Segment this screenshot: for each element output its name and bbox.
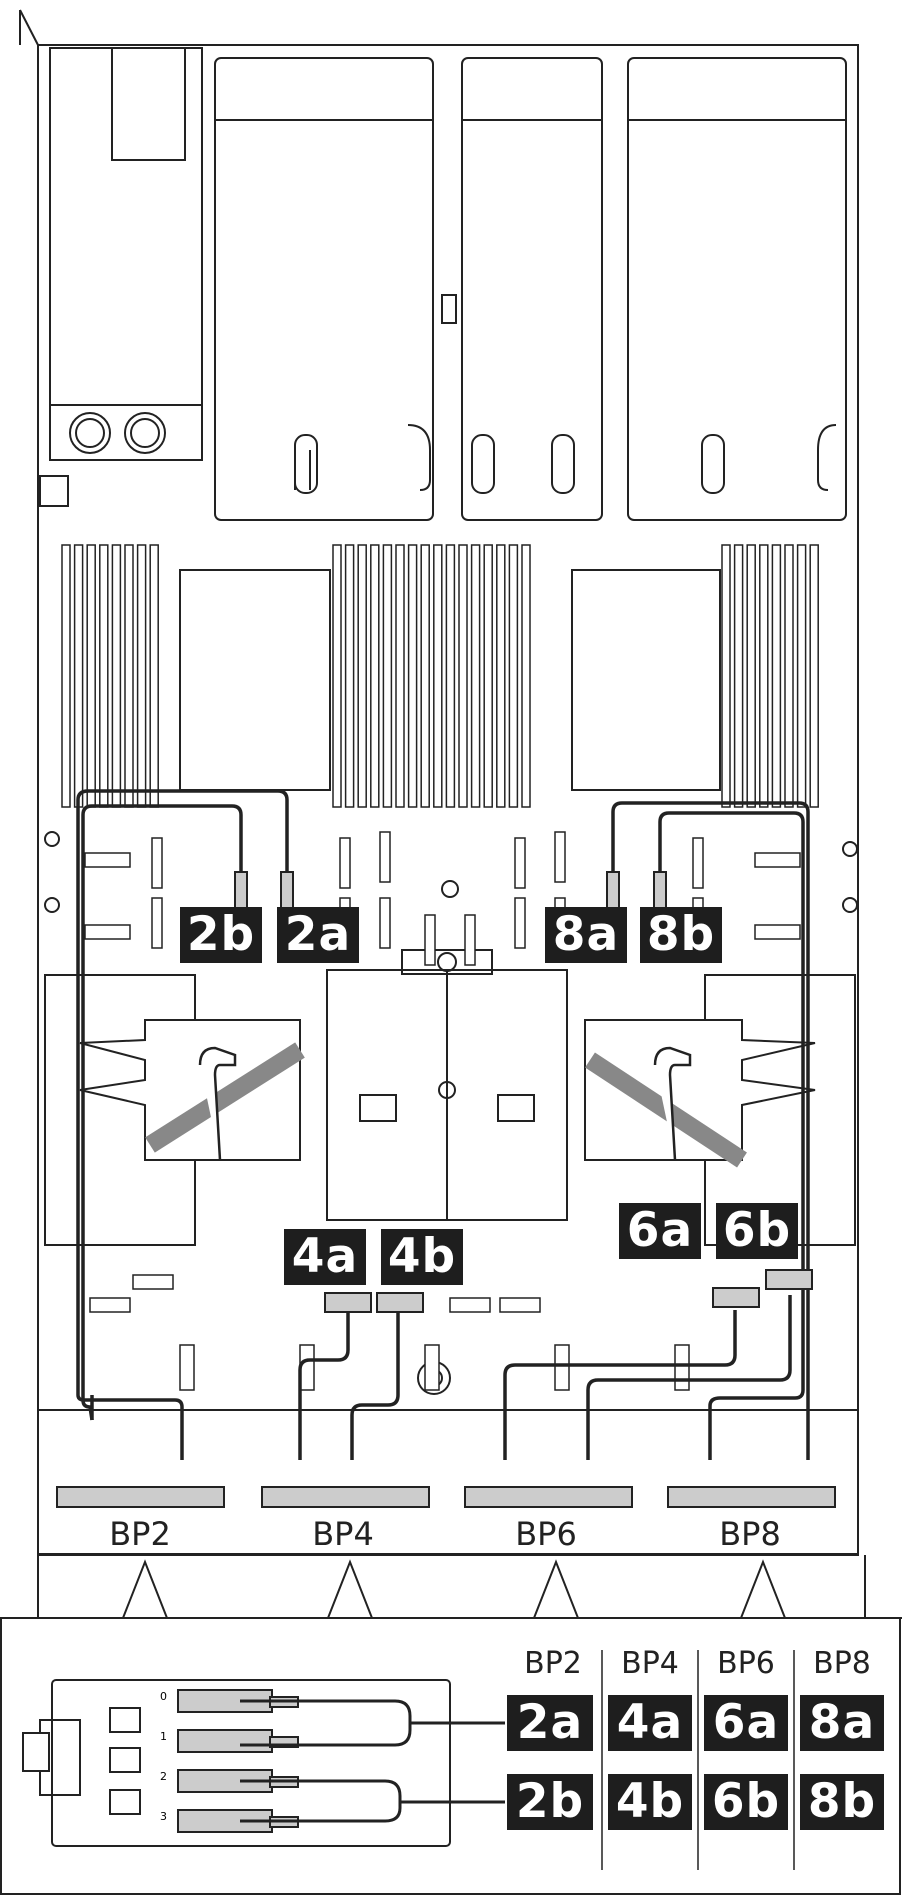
callout-2b: 2b <box>180 907 262 963</box>
callout-4a: 4a <box>284 1229 366 1285</box>
riser-cage-3 <box>627 57 847 521</box>
dimm-slot <box>433 544 443 808</box>
inset-connectors <box>177 1689 299 1833</box>
dimm-slot <box>521 544 531 808</box>
inset-callout-6a: 6a <box>704 1695 788 1751</box>
inset-pointers <box>0 1555 902 1895</box>
backplane-connector-bp4 <box>261 1486 430 1508</box>
dimm-slot <box>370 544 380 808</box>
dimm-slot <box>746 544 756 808</box>
cable-4b <box>350 1310 400 1460</box>
dimm-slot <box>86 544 96 808</box>
inset-callout-2b: 2b <box>507 1774 593 1830</box>
inset-header-bp6: BP6 <box>717 1646 775 1681</box>
dimm-slot <box>483 544 493 808</box>
backplane-connector-bp2 <box>56 1486 225 1508</box>
cable-2a <box>76 789 289 1395</box>
cable-6b <box>586 1295 792 1460</box>
riser-cage-1 <box>214 57 434 521</box>
cable-clip-detail-right <box>584 1019 816 1168</box>
dimm-slot <box>721 544 731 808</box>
inset-header-bp2: BP2 <box>524 1646 582 1681</box>
inset-connector-number: 0 <box>160 1690 167 1703</box>
callout-8a: 8a <box>545 907 627 963</box>
backplane-connector-bp6 <box>464 1486 633 1508</box>
inset-column-dividers <box>601 1650 795 1870</box>
callout-4b: 4b <box>381 1229 463 1285</box>
dimm-slot <box>759 544 769 808</box>
inset-cables <box>240 1699 505 1823</box>
cable-4a <box>298 1310 350 1460</box>
inset-backplane-illustration <box>22 1679 451 1847</box>
connector-6a <box>712 1287 760 1308</box>
dimm-slot <box>149 544 159 808</box>
dimm-slots <box>61 544 819 808</box>
dimm-slot <box>344 544 355 808</box>
inset-callout-6b: 6b <box>704 1774 788 1830</box>
dimm-slot <box>382 544 393 808</box>
dimm-slot <box>136 544 147 808</box>
inset-connector-number: 3 <box>160 1810 167 1823</box>
center-air-duct <box>326 949 568 1221</box>
dimm-slot <box>458 544 468 808</box>
cpu-1-heatsink <box>179 569 331 791</box>
dimm-slot <box>508 544 519 808</box>
cable-connectors <box>56 871 836 1508</box>
inset-connector-number: 1 <box>160 1730 167 1743</box>
cable-6a <box>503 1310 737 1460</box>
inset-header-bp4: BP4 <box>621 1646 679 1681</box>
inset-callout-4a: 4a <box>608 1695 692 1751</box>
inset-header-bp8: BP8 <box>813 1646 871 1681</box>
riser-cage-2 <box>441 57 603 521</box>
dimm-slot <box>111 544 122 808</box>
callout-6b: 6b <box>716 1203 798 1259</box>
backplane-label-bp4: BP4 <box>312 1515 374 1553</box>
dimm-slot <box>395 544 405 808</box>
inset-callout-4b: 4b <box>608 1774 692 1830</box>
dimm-slot <box>470 544 481 808</box>
backplane-connector-bp8 <box>667 1486 836 1508</box>
cable-clip-detail-left <box>79 1019 305 1161</box>
backplane-label-bp6: BP6 <box>515 1515 577 1553</box>
connector-6b <box>765 1269 813 1290</box>
dimm-slot <box>445 544 456 808</box>
cpu-2-heatsink <box>571 569 721 791</box>
dimm-slot <box>496 544 506 808</box>
backplane-label-bp2: BP2 <box>109 1515 171 1553</box>
callout-2a: 2a <box>277 907 359 963</box>
inset-callout-8b: 8b <box>800 1774 884 1830</box>
dimm-slot <box>357 544 367 808</box>
dimm-slot <box>332 544 342 808</box>
dimm-slot <box>124 544 134 808</box>
cable-8b <box>658 811 805 1460</box>
backplane-label-bp8: BP8 <box>719 1515 781 1553</box>
power-supply-unit <box>39 47 203 507</box>
backplane-area <box>37 1409 859 1555</box>
inset-callout-2a: 2a <box>507 1695 593 1751</box>
dimm-slot <box>61 544 71 808</box>
dimm-slot <box>407 544 418 808</box>
callout-8b: 8b <box>640 907 722 963</box>
cables <box>76 789 810 1460</box>
dimm-slot <box>771 544 782 808</box>
dimm-slot <box>796 544 807 808</box>
connector-4b <box>376 1292 424 1313</box>
cable-8a <box>611 801 810 1460</box>
dimm-slot <box>420 544 430 808</box>
connector-4a <box>324 1292 372 1313</box>
callout-6a: 6a <box>619 1203 701 1259</box>
cable-2b <box>81 804 243 1421</box>
dimm-slot <box>99 544 109 808</box>
inset-connector-number: 2 <box>160 1770 167 1783</box>
inset-callout-8a: 8a <box>800 1695 884 1751</box>
dimm-slot <box>733 544 744 808</box>
dimm-slot <box>73 544 84 808</box>
dimm-slot <box>809 544 819 808</box>
dimm-slot <box>784 544 794 808</box>
